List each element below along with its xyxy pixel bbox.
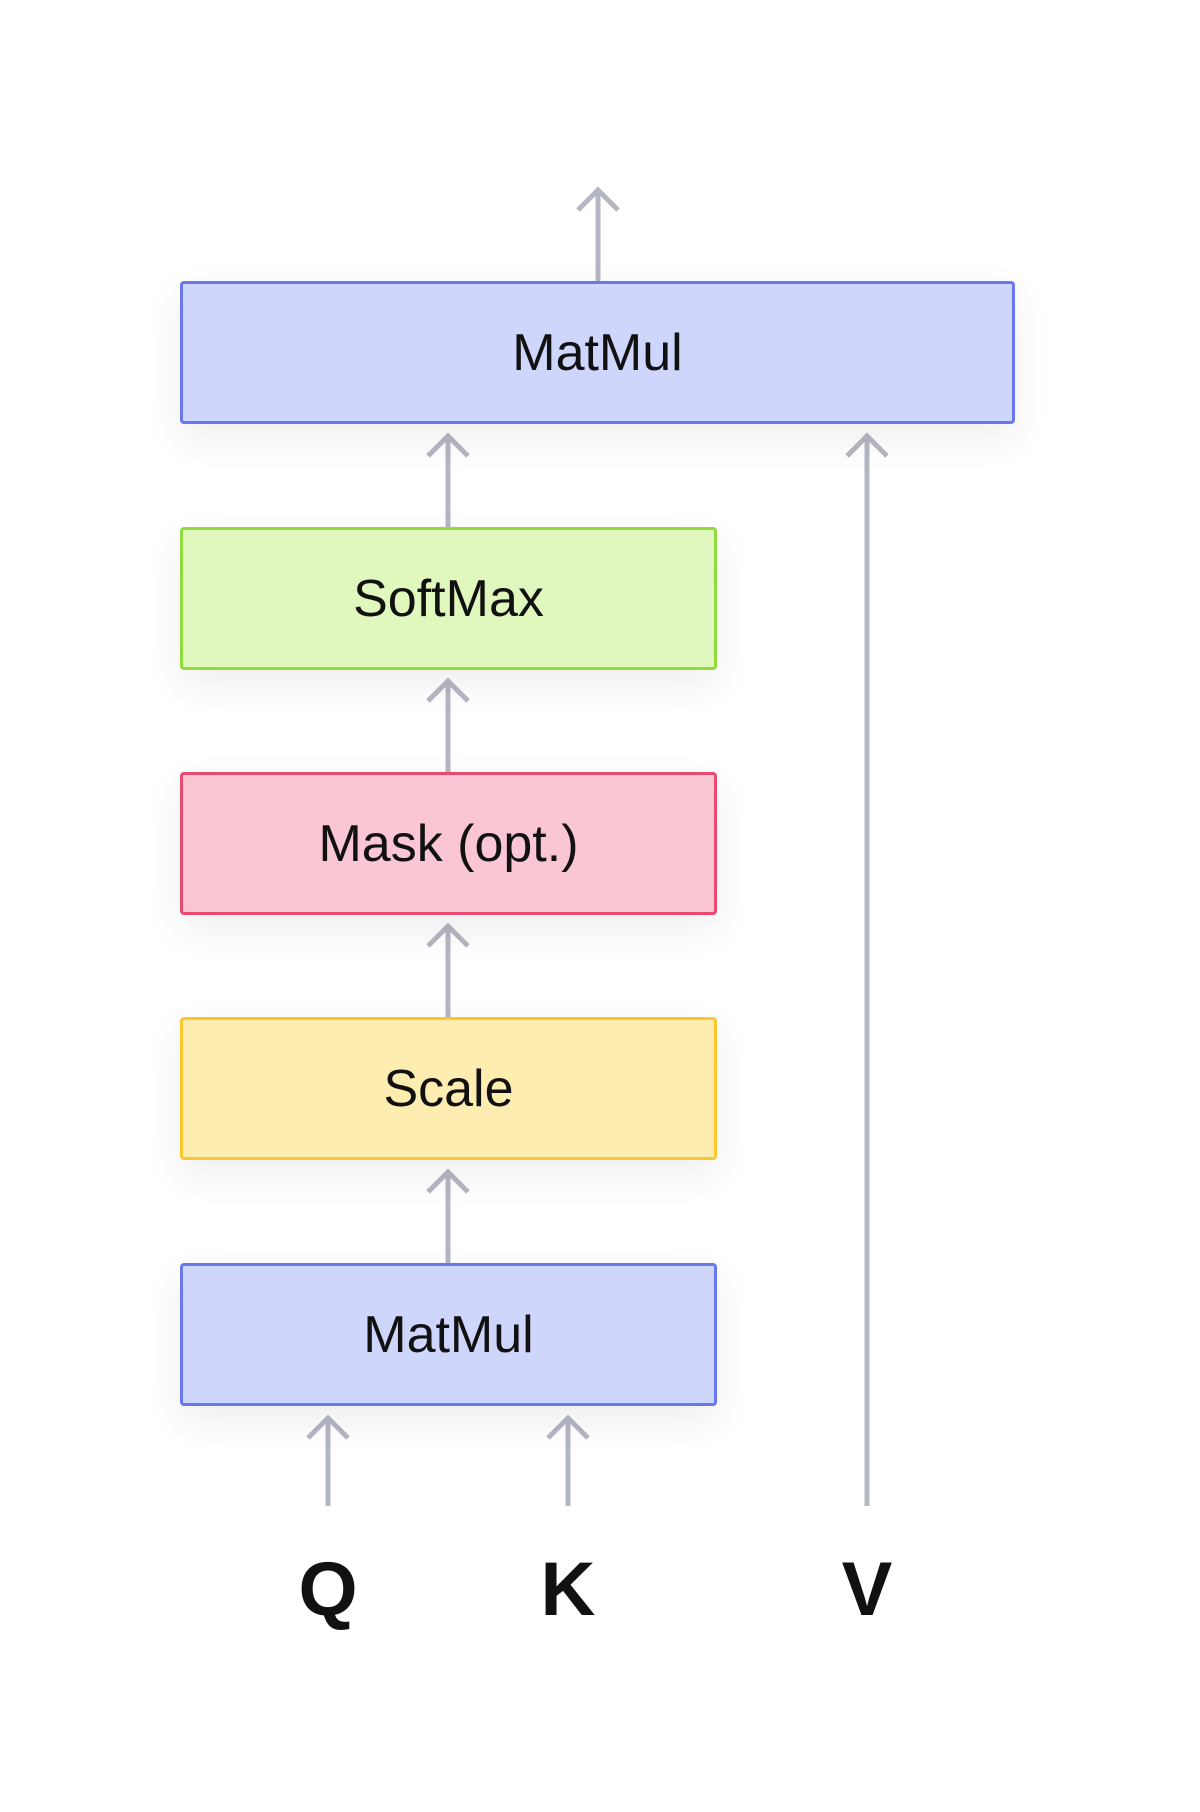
mask-box: Mask (opt.) (180, 772, 717, 915)
arrow-output (576, 186, 620, 281)
arrow-mask-to-softmax (426, 677, 470, 772)
arrow-scale-to-mask (426, 922, 470, 1017)
softmax-label: SoftMax (353, 569, 544, 628)
matmul-input-label: MatMul (363, 1305, 534, 1364)
arrow-softmax-to-matmul (426, 432, 470, 527)
matmul-output-label: MatMul (512, 323, 683, 382)
input-v-label: V (841, 1547, 893, 1632)
softmax-box: SoftMax (180, 527, 717, 670)
matmul-input-box: MatMul (180, 1263, 717, 1406)
input-k-label: K (540, 1547, 596, 1632)
arrow-matmul-to-scale (426, 1168, 470, 1263)
arrow-k-to-matmul (546, 1414, 590, 1506)
mask-label: Mask (opt.) (318, 814, 579, 873)
matmul-output-box: MatMul (180, 281, 1015, 424)
scale-box: Scale (180, 1017, 717, 1160)
scale-label: Scale (383, 1059, 514, 1118)
arrow-q-to-matmul (306, 1414, 350, 1506)
input-q-label: Q (298, 1547, 358, 1632)
arrow-v-to-matmul (845, 432, 889, 1506)
